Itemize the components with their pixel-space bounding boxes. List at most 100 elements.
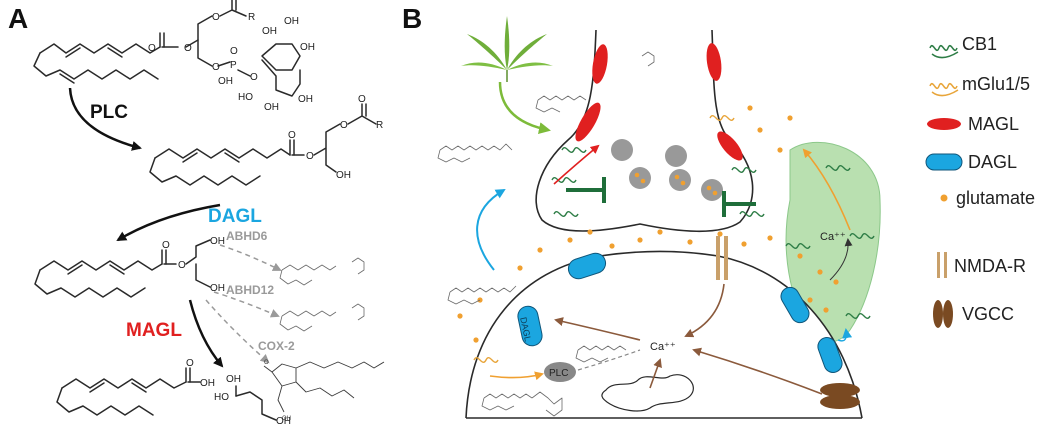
legend-label-nmda: NMDA-R — [954, 256, 1026, 276]
product-abhd12 — [279, 303, 365, 332]
atom-oh: OH — [300, 42, 315, 53]
atom-oh: OH — [264, 102, 279, 113]
magl-arrow — [188, 299, 224, 368]
panel-a: A O O O O R O P O OH O OH — [8, 0, 385, 427]
magl-enzyme — [575, 102, 601, 142]
legend-label-cb1: CB1 — [962, 34, 997, 54]
dagl-capsules — [517, 252, 843, 373]
cox2-label: COX-2 — [258, 339, 295, 353]
plc-enzyme — [544, 362, 576, 382]
legend-label-glutamate: glutamate — [956, 188, 1035, 208]
atom-r: R — [248, 12, 255, 23]
cb1-receptor-icon — [929, 45, 959, 59]
ca-to-dagl-arrow — [554, 317, 641, 341]
magl-enzyme — [706, 43, 722, 81]
atom-oh: OH — [276, 416, 291, 427]
atom-o: O — [178, 260, 186, 271]
legend-label-dagl: DAGL — [968, 152, 1017, 172]
plc-arrow — [68, 87, 142, 151]
atom-oh: OH — [200, 378, 215, 389]
atom-o: O — [162, 240, 170, 251]
synaptic-vesicles — [611, 139, 723, 201]
enzyme-magl-label: MAGL — [126, 320, 182, 341]
mglu-receptors — [473, 115, 735, 363]
mini-pip2-molecule — [481, 391, 563, 417]
mglu-receptor-icon — [929, 83, 959, 97]
panel-b-letter: B — [402, 3, 422, 34]
product-abhd6 — [279, 257, 365, 286]
magl-enzyme — [717, 131, 743, 161]
inhibition-symbol — [722, 191, 756, 217]
atom-oh: OH — [298, 94, 313, 105]
atom-o: O — [186, 358, 194, 369]
molecule-pip2: O O O O R O P O OH O OH OH OH OH OH HO — [33, 0, 315, 113]
molecule-dag: O O O O R OH — [149, 94, 383, 186]
magl-enzyme — [592, 44, 608, 84]
atom-p: P — [230, 60, 237, 71]
enzyme-dagl-label: DAGL — [208, 206, 262, 227]
atom-oh: OH — [218, 76, 233, 87]
legend-label-mglu: mGlu1/5 — [962, 74, 1030, 94]
atom-o: O — [148, 43, 156, 54]
enzyme-plc-label: PLC — [90, 102, 128, 123]
glutamate-dots — [457, 105, 839, 343]
atom-o: O — [230, 46, 238, 57]
atom-o: O — [288, 130, 296, 141]
legend: CB1 mGlu1/5 MAGL DAGL glutamate NMDA-R V… — [925, 34, 1035, 328]
dagl-capsule-icon — [925, 153, 963, 171]
dagl-arrow — [116, 203, 221, 242]
molecule-glycerol: OH HO OH — [214, 374, 291, 427]
atom-o: O — [306, 151, 314, 162]
vgcc-channel — [820, 383, 860, 409]
vgcc-to-ca-arrow — [692, 347, 823, 395]
atom-o: O — [212, 12, 220, 23]
astro-ca-arrow — [829, 238, 853, 281]
atom-oh: OH — [226, 374, 241, 385]
atom-oh: OH — [284, 16, 299, 27]
atom-oh: OH — [210, 236, 225, 247]
mini-2ag-molecule — [447, 285, 517, 305]
nmda-receptor — [716, 236, 728, 280]
atom-r: R — [376, 120, 383, 131]
calcium-label-astrocyte: Ca⁺⁺ — [820, 231, 846, 243]
panel-a-letter: A — [8, 3, 28, 34]
atom-o: O — [212, 62, 220, 73]
mini-2ag-molecule — [437, 143, 513, 163]
astro-blue-arrow — [837, 328, 853, 342]
atom-o: O — [340, 120, 348, 131]
atom-oh: OH — [210, 283, 225, 294]
cannabis-arrow — [498, 81, 551, 135]
atom-o: O — [264, 360, 269, 366]
astrocyte — [785, 141, 881, 343]
inhibition-symbol — [566, 177, 606, 203]
cb1-receptors — [551, 147, 875, 319]
product-cox2: O OH — [263, 360, 385, 422]
endoplasmic-reticulum — [601, 374, 694, 412]
molecule-2ag: O O OH OH — [34, 236, 225, 298]
cannabis-leaf-icon — [461, 16, 553, 82]
glutamate-dot-icon — [940, 194, 948, 202]
plc-enzyme-label: PLC — [549, 368, 568, 379]
vgcc-channel-icon — [933, 300, 953, 328]
abhd12-label: ABHD12 — [226, 283, 274, 297]
magl-ellipse-icon — [927, 118, 961, 130]
molecule-arachidonic-acid: O OH — [56, 358, 215, 416]
er-to-ca-arrow — [649, 358, 662, 389]
astro-glutamate-arrow — [802, 148, 851, 231]
abhd6-label: ABHD6 — [226, 229, 268, 243]
atom-oh: OH — [282, 416, 291, 422]
panel-b: B — [402, 3, 881, 419]
atom-o: O — [250, 72, 258, 83]
atom-ho: HO — [214, 392, 229, 403]
legend-label-vgcc: VGCC — [962, 304, 1014, 324]
atom-o: O — [358, 94, 366, 105]
2ag-retrograde-arrow — [476, 188, 506, 271]
legend-label-magl: MAGL — [968, 114, 1019, 134]
mini-2ag-molecule — [575, 345, 627, 363]
2ag-to-magl-arrow — [553, 144, 600, 185]
abhd12-arrow — [213, 291, 280, 318]
atom-o: O — [228, 0, 236, 1]
plc-dashed-link — [577, 349, 641, 371]
mini-2ag-molecule — [535, 51, 655, 113]
